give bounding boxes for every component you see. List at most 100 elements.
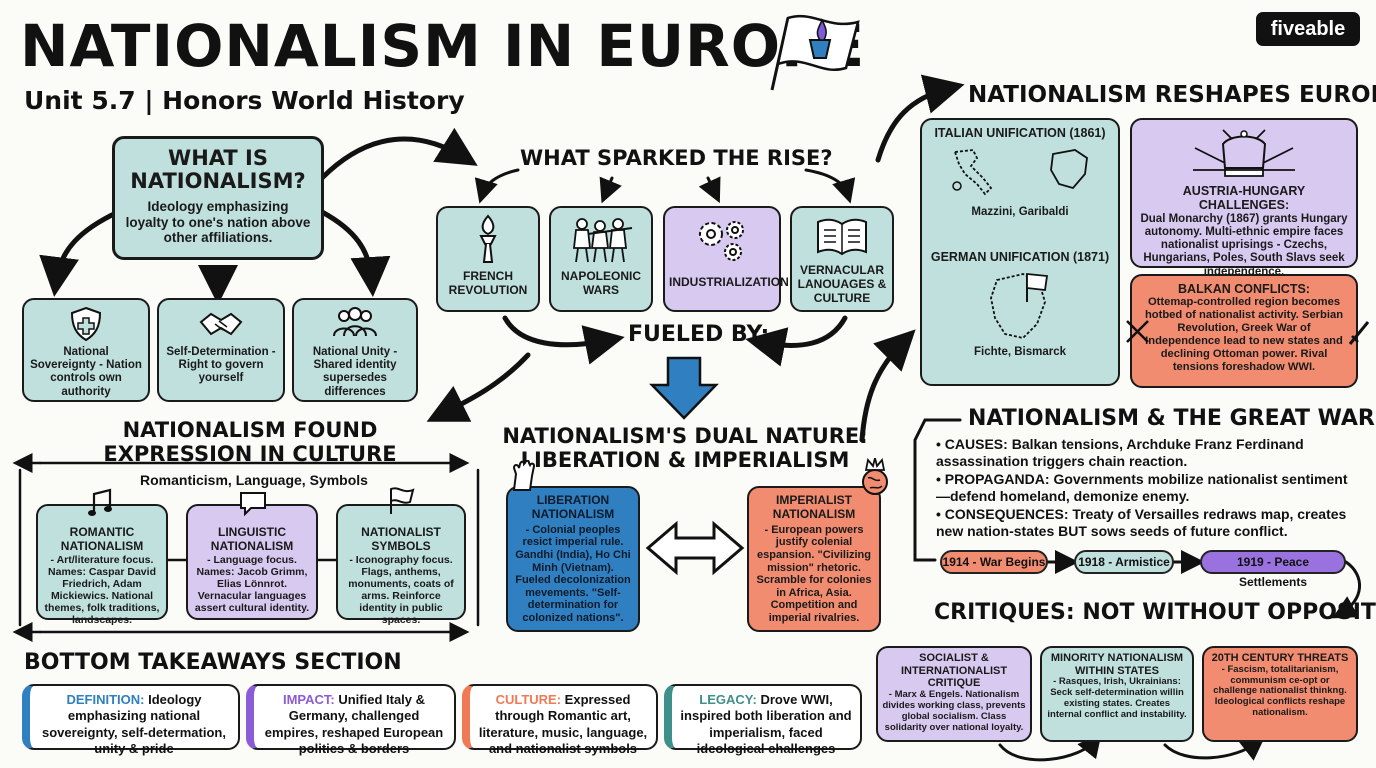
linguistic-title: LINGUISTIC NATIONALISM [210, 525, 294, 553]
timeline-1919: 1919 - Peace Settlements [1200, 550, 1346, 589]
dual-nature-title-text: NATIONALISM'S DUAL NATURE: LIBERATION & … [502, 424, 868, 473]
threats-text: - Fascism, totalitarianism, communism ce… [1213, 663, 1347, 719]
propaganda-label: PROPAGANDA: [944, 471, 1050, 487]
takeaway-culture-text: Expressed through Romantic art, literatu… [478, 692, 648, 756]
balkan-text: Ottemap-controlled region becomes hotbed… [1144, 296, 1344, 373]
sovereignty-card: National Sovereignty - Nation controls o… [22, 298, 150, 402]
consequences-label: CONSEQUENCES: [944, 506, 1069, 522]
great-war-bullet-propaganda: • PROPAGANDA: Governments mobilize natio… [936, 471, 1348, 504]
german-unification-title: GERMAN UNIFICATION (1871) [930, 249, 1110, 264]
what-is-definition: Ideology emphasizing loyalty to one's na… [125, 199, 311, 246]
cause-napoleonic-wars: NAPOLEONIC WARS [549, 206, 653, 312]
takeaway-culture-label: CULTURE: [495, 692, 562, 707]
dual-nature-title: NATIONALISM'S DUAL NATURE: LIBERATION & … [490, 424, 880, 472]
fueled-by-label: FUELED BY: [628, 322, 770, 347]
double-arrow [645, 520, 745, 576]
takeaway-legacy-label: LEGACY: [699, 692, 757, 707]
self-determination-card: Self-Determination - Right to govern you… [157, 298, 285, 402]
cause-vernacular-label: VERNACULAR LANOUAGES & CULTURE [797, 263, 887, 305]
italy-map-icon [952, 149, 1088, 196]
linguistic-nationalism-card: LINGUISTIC NATIONALISM - Language focus.… [186, 504, 318, 620]
page-subtitle: Unit 5.7 | Honors World History [24, 86, 465, 115]
imperialist-card: IMPERIALIST NATIONALISM - European power… [747, 486, 881, 632]
socialist-critique-card: SOCIALIST & INTERNATIONALIST CRITIQUE - … [876, 646, 1032, 742]
national-unity-text: National Unity - Shared identity superse… [312, 346, 398, 398]
takeaway-impact-text: Unified Italy & Germany, challenged empi… [264, 692, 444, 756]
culture-title-text: NATIONALISM FOUND EXPRESSION IN CULTURE [103, 418, 397, 467]
sparked-title: WHAT SPARKED THE RISE? [520, 146, 833, 170]
consequences-text: Treaty of Versailles redraws map, create… [936, 506, 1347, 539]
handshake-icon [199, 312, 243, 336]
socialist-text: - Marx & Engels. Nationalism divides wor… [882, 688, 1026, 733]
national-unity-card: National Unity - Shared identity superse… [292, 298, 418, 402]
speech-bubble-icon [238, 490, 268, 520]
shield-cross-icon [70, 306, 102, 342]
timeline-1918: 1918 - Armistice [1074, 550, 1174, 574]
german-names: Fichte, Bismarck [973, 345, 1067, 358]
imperialist-text: - European powers justify colenial espan… [756, 523, 872, 625]
great-war-title: NATIONALISM & THE GREAT WAR [968, 406, 1375, 431]
italian-unification-title: ITALIAN UNIFICATION (1861) [934, 126, 1106, 140]
threats-title: 20TH CENTURY THREATS [1211, 652, 1349, 664]
people-group-icon [333, 307, 377, 337]
romantic-nationalism-card: ROMANTIC NATIONALISM - Art/literature fo… [36, 504, 168, 626]
critiques-title: CRITIQUES: NOT WITHOUT OPPOSITION [934, 600, 1376, 625]
takeaway-definition: DEFINITION: Ideology emphasizing nationa… [22, 684, 240, 756]
crowned-globe-icon [858, 457, 892, 500]
liberation-title: LIBERATION NATIONALISM [531, 493, 615, 521]
italian-names: Mazzini, Garibaldi [971, 206, 1069, 219]
takeaway-impact: IMPACT: Unified Italy & Germany, challen… [246, 684, 456, 756]
culture-subtitle: Romanticism, Language, Symbols [140, 472, 368, 488]
self-determination-text: Self-Determination - Right to govern you… [166, 346, 276, 385]
great-war-bullet-causes: • CAUSES: Balkan tensions, Archduke Fran… [936, 436, 1304, 469]
balkan-conflicts-card: BALKAN CONFLICTS: Ottemap-controlled reg… [1130, 274, 1358, 388]
takeaway-impact-label: IMPACT: [282, 692, 335, 707]
brand-badge[interactable]: fiveable [1256, 12, 1360, 46]
timeline-1914: 1914 - War Begins [940, 550, 1048, 574]
causes-text: Balkan tensions, Archduke Franz Ferdinan… [936, 436, 1304, 469]
germany-map-icon [990, 272, 1049, 339]
austria-title: AUSTRIA-HUNGARY CHALLENGES: [1182, 184, 1306, 213]
minority-nationalism-card: MINORITY NATIONALISM WITHIN STATES - Ras… [1040, 646, 1194, 742]
nationalist-symbols-card: NATIONALIST SYMBOLS - Iconography focus.… [336, 504, 466, 626]
takeaway-culture: CULTURE: Expressed through Romantic art,… [462, 684, 658, 756]
takeaway-legacy: LEGACY: Drove WWI, inspired both liberat… [664, 684, 862, 756]
cause-industrialization-label: INDUSTRIALIZATION [669, 275, 789, 289]
cause-french-revolution-label: FRENCH REVOLUTION [448, 269, 528, 297]
minority-text: - Rasques, Irish, Ukrainians: Seck self-… [1047, 676, 1187, 721]
takeaway-definition-text: Ideology emphasizing national sovereignt… [42, 692, 226, 756]
cause-industrialization: INDUSTRIALIZATION [663, 206, 789, 312]
imperialist-title: IMPERIALIST NATIONALISM [772, 493, 856, 521]
brand-label: fiveable [1270, 18, 1346, 40]
takeaways-title: BOTTOM TAKEAWAYS SECTION [24, 650, 402, 675]
symbols-title: NATIONALIST SYMBOLS [361, 525, 441, 553]
austria-text: Dual Monarchy (1867) grants Hungary auto… [1140, 212, 1348, 278]
liberation-text: - Colonial peoples resict imperial rule.… [515, 523, 631, 625]
threats-card: 20TH CENTURY THREATS - Fascism, totalita… [1202, 646, 1358, 742]
takeaway-legacy-text: Drove WWI, inspired both liberation and … [680, 692, 852, 756]
sovereignty-text: National Sovereignty - Nation controls o… [30, 346, 142, 398]
liberation-card: LIBERATION NATIONALISM - Colonial people… [506, 486, 640, 632]
what-is-card: WHAT IS NATIONALISM? Ideology emphasizin… [112, 136, 324, 260]
cause-napoleonic-wars-label: NAPOLEONIC WARS [560, 269, 641, 297]
takeaway-definition-label: DEFINITION: [66, 692, 145, 707]
romantic-text: - Art/literature focus. Names: Caspar Da… [44, 553, 160, 626]
linguistic-text: - Language focus. Names: Jacob Grimm, El… [194, 553, 310, 614]
balkan-title: BALKAN CONFLICTS: [1178, 282, 1310, 296]
flag-with-torch-icon [758, 10, 868, 96]
cause-vernacular: VERNACULAR LANOUAGES & CULTURE [790, 206, 894, 312]
torch-icon [479, 214, 497, 263]
propaganda-text: Governments mobilize nationalist sentime… [936, 471, 1348, 504]
great-war-bullet-consequences: • CONSEQUENCES: Treaty of Versailles red… [936, 506, 1347, 539]
symbols-text: - Iconography focus. Flags, anthems, mon… [348, 553, 454, 626]
crossed-swords-icon [1124, 318, 1152, 350]
austria-hungary-card: AUSTRIA-HUNGARY CHALLENGES: Dual Monarch… [1130, 118, 1358, 278]
page-title: NATIONALISM IN EUROPE [20, 12, 866, 80]
minority-title: MINORITY NATIONALISM WITHIN STATES [1050, 652, 1184, 677]
open-book-icon [817, 218, 867, 256]
music-note-icon [86, 488, 114, 522]
gears-icon [699, 221, 744, 261]
flag-icon [386, 486, 416, 520]
unification-card: ITALIAN UNIFICATION (1861) Mazzini, Gari… [920, 118, 1120, 386]
